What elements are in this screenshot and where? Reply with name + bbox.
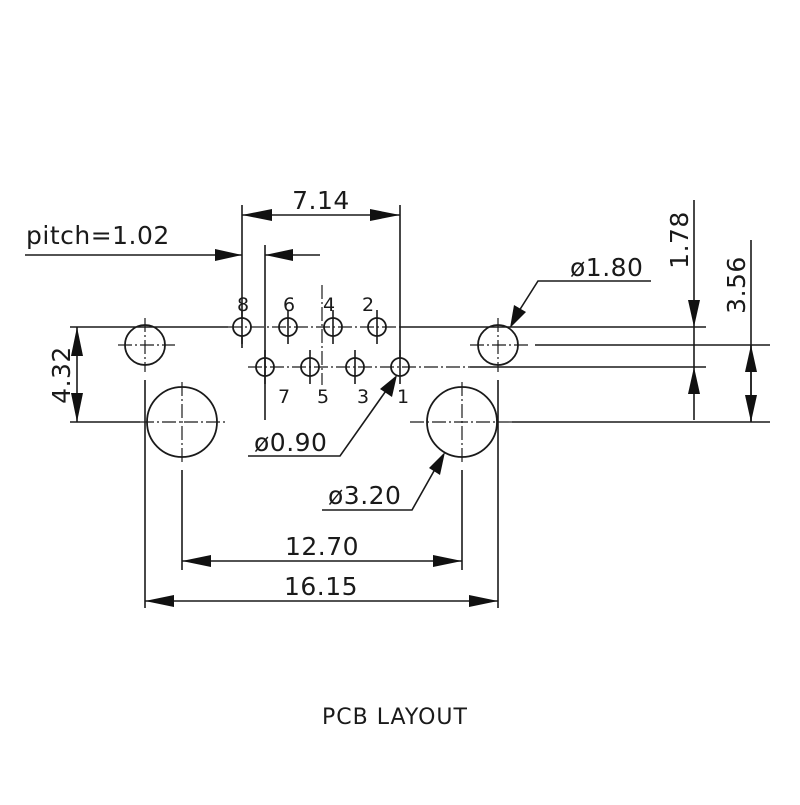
dim-label-large-hole-spacing: 12.70	[285, 532, 359, 561]
dim-pitch: pitch=1.02	[25, 221, 320, 261]
pin-label-4: 4	[323, 294, 335, 316]
dim-label-small-hole: ø1.80	[570, 253, 643, 282]
dim-large-hole: ø3.20	[322, 452, 445, 511]
extension-lines	[144, 200, 752, 608]
dim-label-hole-offset: 3.56	[722, 256, 751, 314]
mounting-holes	[124, 324, 519, 458]
pin-labels: 8 6 4 2 7 5 3 1	[237, 294, 409, 408]
pin-label-6: 6	[283, 294, 295, 316]
dim-label-height-left: 4.32	[47, 346, 76, 404]
pin-label-1: 1	[397, 386, 409, 408]
pin-label-8: 8	[237, 294, 249, 316]
dim-label-overall-width: 16.15	[284, 572, 358, 601]
large-hole-left	[146, 386, 218, 458]
pin-label-3: 3	[357, 386, 369, 408]
dim-large-hole-spacing: 12.70	[182, 532, 462, 567]
dim-label-pin-hole: ø0.90	[254, 428, 327, 457]
dim-pin-span: 7.14	[242, 186, 400, 221]
pin-label-5: 5	[317, 386, 329, 408]
dim-label-large-hole: ø3.20	[328, 481, 401, 510]
pin-holes	[232, 310, 410, 384]
pin-label-2: 2	[362, 294, 374, 316]
dim-hole-offset: 3.56	[722, 256, 757, 422]
dim-small-hole: ø1.80	[510, 253, 651, 328]
dim-label-pin-span: 7.14	[292, 186, 350, 215]
large-hole-right	[426, 386, 498, 458]
drawing-title: PCB LAYOUT	[322, 705, 468, 730]
dim-pin-hole: ø0.90	[248, 375, 397, 457]
small-hole-right	[477, 324, 519, 366]
reference-lines	[70, 326, 770, 423]
pin-label-7: 7	[278, 386, 290, 408]
dim-row-offset: 1.78	[665, 211, 700, 394]
dim-label-row-offset: 1.78	[665, 211, 694, 269]
dim-height-left: 4.32	[47, 327, 83, 422]
small-hole-left	[124, 324, 166, 366]
dim-label-pitch: pitch=1.02	[26, 221, 170, 250]
dim-overall-width: 16.15	[145, 572, 498, 607]
